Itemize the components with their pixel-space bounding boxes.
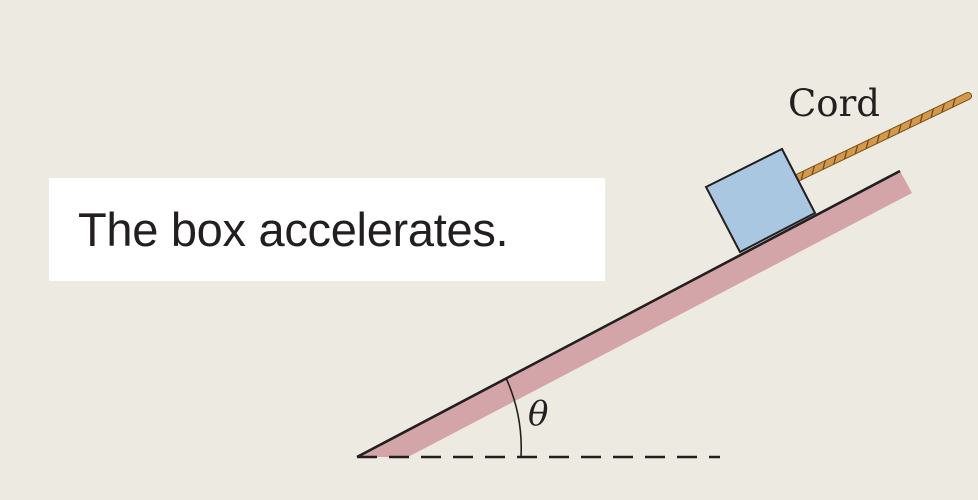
- angle-arc: [505, 377, 523, 458]
- cord-twist-mark: [941, 103, 945, 113]
- cord-twist-mark: [843, 150, 848, 160]
- cord-twist-mark: [897, 124, 902, 134]
- caption-text: The box accelerates.: [78, 203, 509, 256]
- cord-label: Cord: [788, 82, 880, 125]
- cord: [793, 92, 972, 182]
- cord-twist-mark: [930, 108, 935, 118]
- cord-twist-mark: [908, 118, 913, 129]
- incline-surface-line: [356, 169, 901, 459]
- cord-twist-mark: [919, 113, 924, 123]
- box: [704, 147, 817, 254]
- cord-twist-mark: [822, 160, 826, 170]
- caption-box: The box accelerates.: [49, 178, 605, 281]
- cord-twist-mark: [854, 144, 859, 155]
- cord-twist-mark: [800, 170, 805, 181]
- cord-twist-mark: [811, 165, 816, 175]
- cord-twist-mark: [952, 98, 956, 108]
- incline-ramp: [357, 171, 912, 457]
- cord-twist-mark: [876, 134, 880, 144]
- cord-twist-mark: [833, 155, 837, 165]
- cord-twist-mark: [865, 139, 870, 149]
- cord-twist-mark: [887, 129, 891, 139]
- theta-label: θ: [528, 394, 548, 434]
